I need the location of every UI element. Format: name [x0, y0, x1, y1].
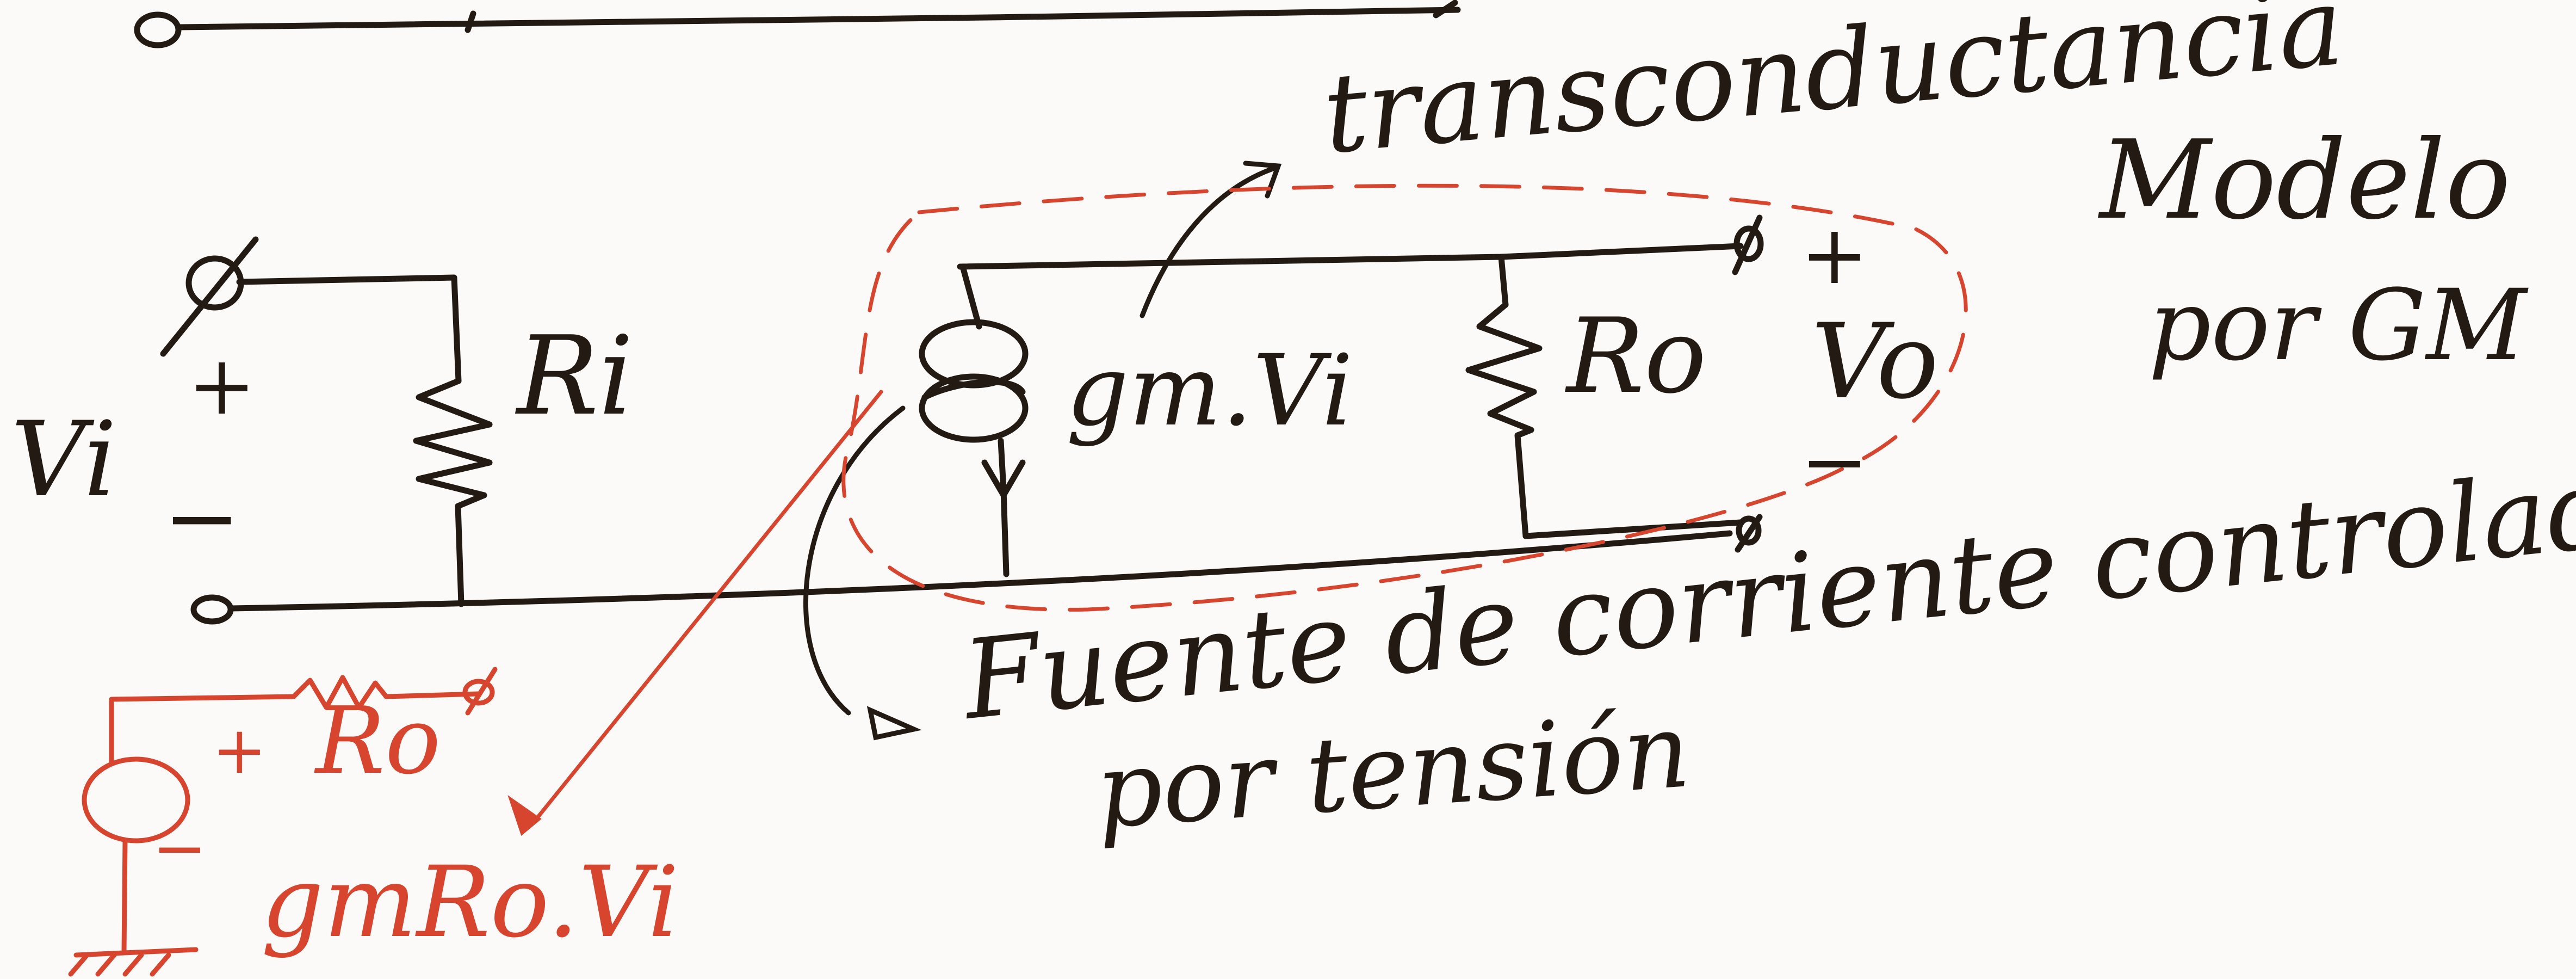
vi-minus-sign: − [163, 464, 240, 572]
vo-label: Vo [1811, 301, 1939, 422]
equivalent-arrow [507, 390, 883, 836]
red-plus-sign: + [212, 713, 267, 789]
red-ro-resistor [291, 675, 481, 710]
red-equivalent-label: gmRo.Vi [261, 846, 679, 959]
red-terminal [462, 679, 495, 706]
input-circuit [160, 236, 1733, 625]
vi-label: Vi [11, 399, 117, 520]
model-title-line2: por GM [2148, 269, 2529, 383]
vo-minus-sign: − [1800, 415, 1869, 509]
source-gain-label: gm.Vi [1066, 334, 1353, 448]
output-circuit [919, 214, 1764, 577]
output-terminal-bottom [1736, 515, 1762, 546]
ri-resistor [413, 378, 493, 607]
model-title-line1: Modelo [2097, 117, 2511, 244]
ri-label: Ri [515, 313, 634, 440]
controlled-source-circle-lower [919, 373, 1029, 443]
red-voltage-source [82, 756, 190, 843]
ro-resistor [1465, 301, 1543, 539]
transconductance-pointer [1140, 161, 1282, 318]
top-partial-wire [134, 0, 1461, 48]
red-equivalent-circuit [68, 667, 498, 977]
red-minus-sign: − [152, 811, 207, 886]
output-highlight-ellipse [841, 183, 1968, 612]
red-ground [68, 947, 199, 977]
ro-label: Ro [1565, 296, 1706, 416]
current-source-pointer [803, 405, 922, 741]
output-terminal-top [1733, 225, 1764, 262]
vi-plus-sign: + [188, 338, 256, 433]
red-ro-label: Ro [314, 687, 441, 795]
vo-plus-sign: + [1800, 208, 1869, 303]
